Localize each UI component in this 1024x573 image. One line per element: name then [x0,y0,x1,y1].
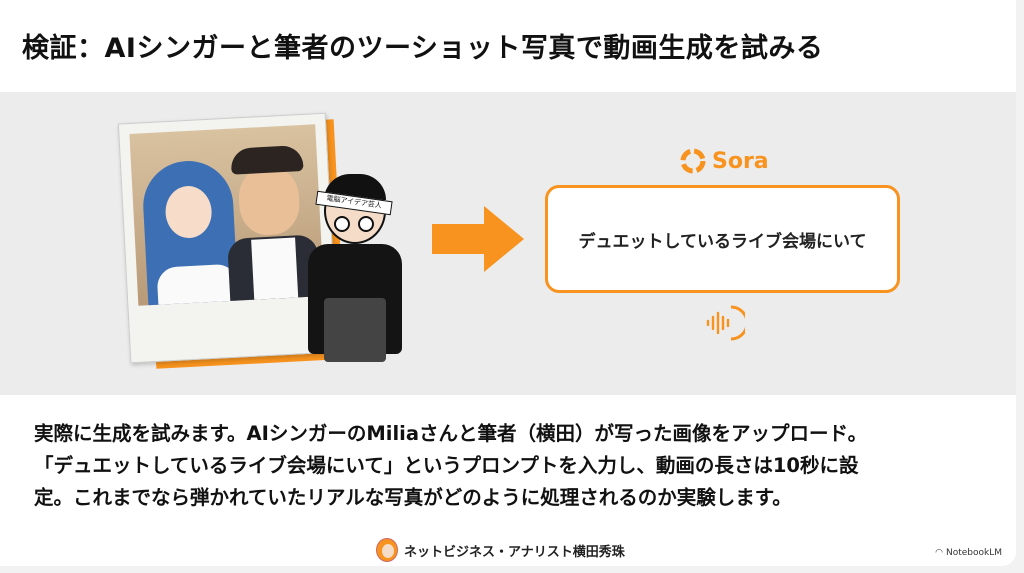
two-shot-image [129,124,325,306]
mascot-eye [358,216,374,232]
body-line: 「デュエットしているライブ会場にいて」というプロンプトを入力し、動画の長さは10… [34,454,859,477]
arrow-right-icon [432,206,524,272]
avatar [376,538,398,562]
audio-wave-icon [706,305,745,341]
sora-swirl-icon [680,148,706,174]
author-name: ネットビジネス・アナリスト横田秀珠 [404,544,625,560]
ai-singer-top [156,263,239,306]
body-text: 実際に生成を試みます。AIシンガーのMiliaさんと筆者（横田）が写った画像をア… [34,418,994,514]
author-hair [230,144,304,175]
body-line: 実際に生成を試みます。AIシンガーのMiliaさんと筆者（横田）が写った画像をア… [34,422,868,445]
notebooklm-label: NotebookLM [945,548,1002,558]
prompt-text: デュエットしているライブ会場にいて [578,231,867,252]
slide-title: 検証：AIシンガーと筆者のツーショット写真で動画生成を試みる [22,33,824,64]
mascot-eye [334,216,350,232]
footer-author: ネットビジネス・アナリスト横田秀珠 [376,538,625,562]
notebooklm-icon: ◠ [935,548,943,558]
mascot-hakama [324,298,386,362]
sora-label: Sora [712,148,769,174]
author-face [237,165,301,237]
body-line: 定。これまでなら弾かれていたリアルな写真がどのように処理されるのか実験します。 [34,486,792,509]
author-shirt [251,237,299,306]
mascot-character: 電脳アイデア芸人 [300,174,410,378]
sora-logo: Sora [680,148,769,174]
prompt-box: デュエットしているライブ会場にいて [545,185,900,293]
notebooklm-badge: ◠ NotebookLM [935,548,1002,558]
